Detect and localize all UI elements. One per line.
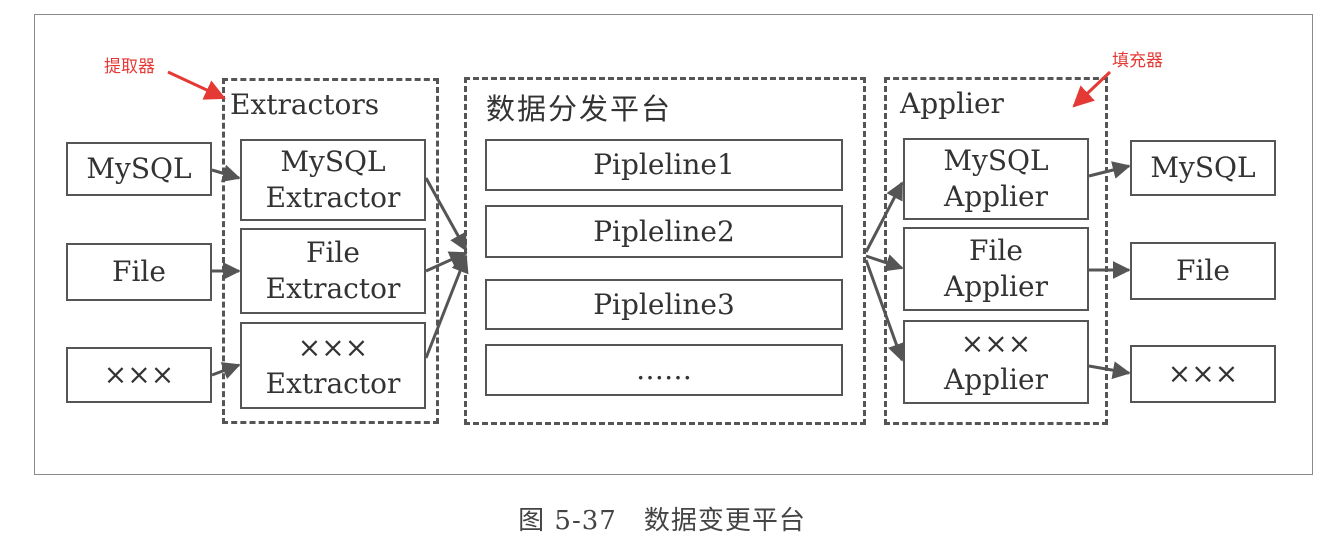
arrow-mysql-applier-to-target [1088, 161, 1131, 179]
mysql-extractor-line2: Extractor [265, 181, 401, 214]
mysql-applier-box: MySQL Applier [903, 138, 1089, 220]
pipeline-2-label: Pipleline2 [593, 214, 735, 248]
source-file-label: File [112, 255, 166, 288]
target-other-label: ××× [1167, 357, 1239, 390]
applier-annotation-label: 填充器 [1112, 51, 1163, 71]
mysql-applier-line1: MySQL [943, 144, 1049, 177]
source-mysql-label: MySQL [86, 152, 192, 185]
arrow-source-mysql-to-extractor [211, 164, 241, 183]
platform-group-title: 数据分发平台 [486, 92, 673, 126]
pipeline-3-label: Pipleline3 [593, 287, 735, 321]
arrow-platform-to-other-applier [864, 259, 905, 362]
extractor-annotation-arrow [167, 70, 226, 100]
mysql-extractor-line1: MySQL [280, 145, 386, 178]
target-mysql-box: MySQL [1130, 140, 1276, 196]
applier-annotation-arrow [1072, 70, 1112, 108]
extractors-group-title: Extractors [230, 88, 380, 121]
arrow-other-applier-to-target [1088, 361, 1131, 380]
arrow-other-extractor-to-platform [424, 254, 469, 359]
pipeline-more-label: …… [636, 353, 692, 386]
other-applier-line1: ××× [960, 327, 1032, 360]
mysql-applier-line2: Applier [944, 180, 1048, 213]
arrow-mysql-extractor-to-platform [424, 177, 468, 252]
arrow-source-other-to-extractor [211, 362, 241, 380]
file-applier-line1: File [969, 234, 1023, 267]
file-applier-box: File Applier [903, 227, 1089, 311]
file-extractor-line2: Extractor [265, 272, 401, 305]
extractors-group [222, 78, 439, 424]
arrow-platform-to-mysql-applier [864, 181, 904, 253]
arrow-platform-to-file-applier [865, 254, 904, 272]
source-other-box: ××× [66, 347, 212, 403]
mysql-extractor-box: MySQL Extractor [240, 139, 426, 221]
source-mysql-box: MySQL [66, 142, 212, 196]
target-file-box: File [1130, 242, 1276, 300]
other-extractor-box: ××× Extractor [240, 322, 426, 409]
source-file-box: File [66, 243, 212, 301]
pipeline-2-box: Pipleline2 [485, 205, 843, 258]
other-extractor-line1: ××× [297, 330, 369, 364]
target-mysql-label: MySQL [1150, 151, 1256, 184]
other-extractor-line2: Extractor [265, 366, 401, 400]
pipeline-1-label: Pipleline1 [593, 148, 735, 181]
source-other-label: ××× [103, 358, 175, 391]
pipeline-1-box: Pipleline1 [485, 139, 843, 191]
other-applier-box: ××× Applier [903, 320, 1089, 404]
file-extractor-line1: File [306, 236, 360, 269]
applier-group-title: Applier [900, 87, 1004, 120]
diagram-frame [34, 14, 1313, 475]
other-applier-line2: Applier [944, 363, 1048, 396]
pipeline-3-box: Pipleline3 [485, 279, 843, 330]
applier-group [884, 77, 1108, 425]
file-applier-line2: Applier [944, 270, 1048, 303]
pipeline-more-box: …… [485, 344, 843, 396]
figure-caption: 图 5-37 数据变更平台 [518, 506, 806, 536]
target-file-label: File [1176, 254, 1230, 287]
target-other-box: ××× [1130, 345, 1276, 403]
file-extractor-box: File Extractor [240, 228, 426, 314]
extractor-annotation-label: 提取器 [104, 57, 155, 77]
